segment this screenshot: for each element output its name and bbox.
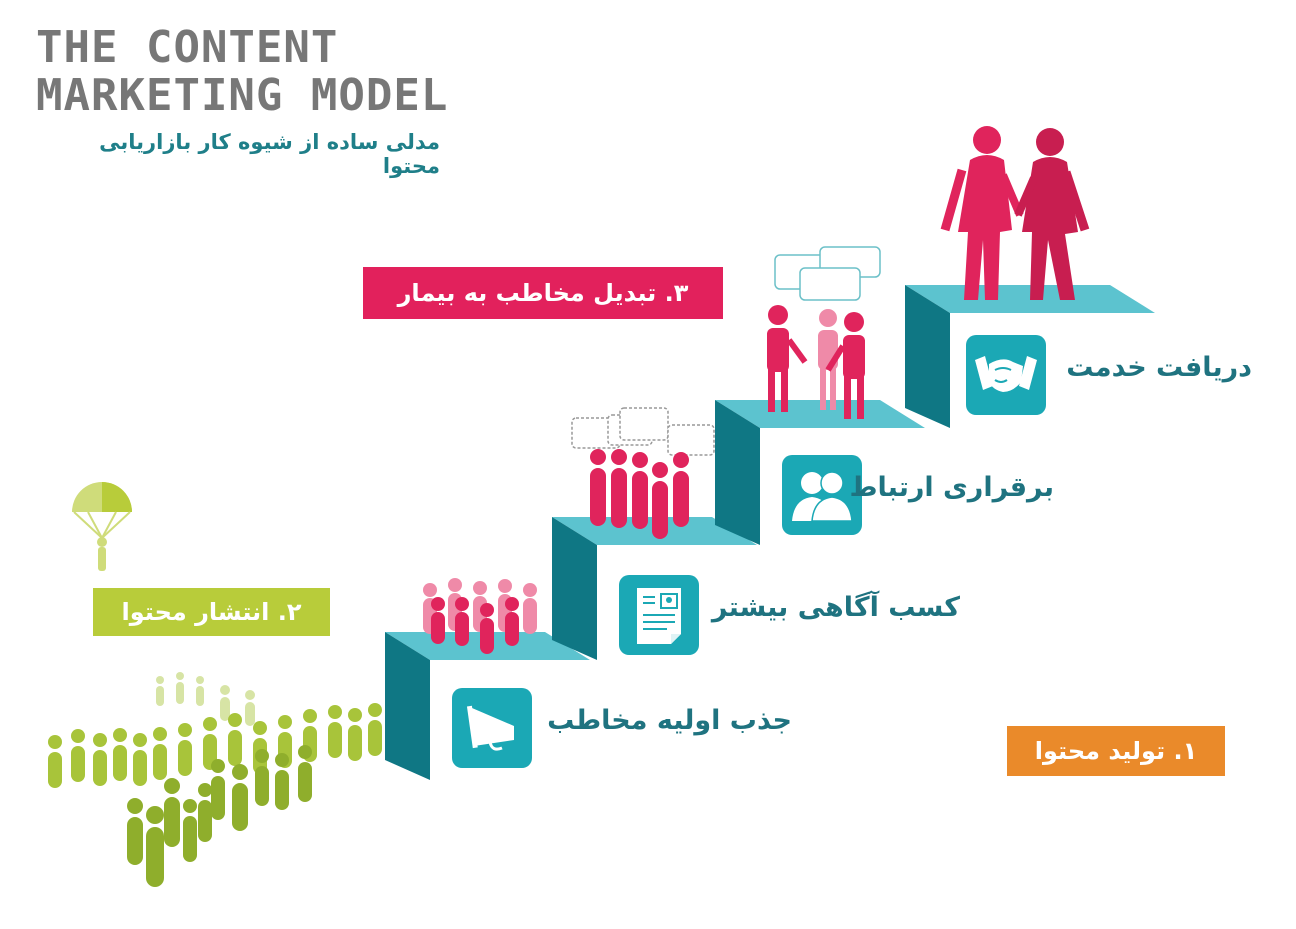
document-profile-icon xyxy=(637,588,681,644)
subtitle-persian: مدلی ساده از شیوه کار بازاریابی محتوا xyxy=(99,130,440,178)
title-english: THE CONTENT MARKETING MODEL xyxy=(36,24,448,120)
step-label-awareness: کسب آگاهی بیشتر xyxy=(711,592,960,623)
step-label-connect: برقراری ارتباط xyxy=(849,472,1055,503)
megaphone-icon xyxy=(466,705,514,751)
crowd-step2-illustration xyxy=(571,407,715,539)
title-line-1: THE CONTENT xyxy=(36,22,339,73)
phase-badge-convert: ۳. تبدیل مخاطب به بیمار xyxy=(363,267,723,319)
handshake-tile xyxy=(966,335,1046,415)
step-label-attract: جذب اولیه مخاطب xyxy=(547,705,792,736)
phase-badge-distribute: ۲. انتشار محتوا xyxy=(93,588,330,636)
document-tile xyxy=(619,575,699,655)
step-label-service: دریافت خدمت xyxy=(1066,352,1252,383)
chatting-group-illustration xyxy=(767,246,881,419)
crowd-step1-illustration xyxy=(423,578,537,654)
megaphone-tile xyxy=(452,688,532,768)
green-crowd-illustration xyxy=(48,672,402,887)
two-users-icon xyxy=(792,471,853,522)
handshake-pair-illustration xyxy=(940,126,1090,300)
handshake-icon xyxy=(975,356,1037,392)
phase-badge-produce: ۱. تولید محتوا xyxy=(1007,726,1225,776)
users-tile xyxy=(782,455,862,535)
title-line-2: MARKETING MODEL xyxy=(36,70,449,121)
parachute-icon xyxy=(72,482,132,571)
